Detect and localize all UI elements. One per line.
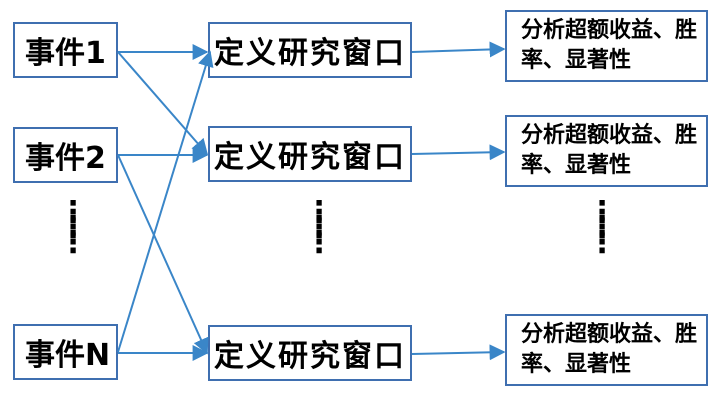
window-label-2: 定义研究窗口	[214, 140, 406, 175]
events-ellipsis: ⋮ ⋮ ⋮	[58, 195, 88, 260]
event-box-2: 事件2	[13, 127, 118, 183]
arrow-window2-result2	[411, 144, 506, 161]
event-box-1: 事件1	[13, 22, 118, 78]
window-label-n: 定义研究窗口	[214, 339, 406, 374]
arrow-window1-result1	[411, 41, 506, 58]
arrow-event2-windown	[117, 154, 209, 355]
results-ellipsis: ⋮ ⋮ ⋮	[587, 195, 617, 260]
arrow-windown-resultn	[411, 344, 506, 361]
window-label-1: 定义研究窗口	[214, 36, 406, 71]
result-box-1: 分析超额收益、胜率、显著性	[505, 10, 708, 82]
result-box-n: 分析超额收益、胜率、显著性	[505, 314, 708, 386]
result-label-1: 分析超额收益、胜率、显著性	[521, 18, 698, 73]
event-label-2: 事件2	[25, 141, 106, 176]
event-label-1: 事件1	[25, 36, 106, 71]
window-box-1: 定义研究窗口	[208, 22, 412, 78]
window-box-n: 定义研究窗口	[208, 325, 412, 381]
window-box-2: 定义研究窗口	[208, 126, 412, 182]
result-label-2: 分析超额收益、胜率、显著性	[521, 123, 698, 178]
event-label-n: 事件N	[25, 338, 111, 373]
event-box-n: 事件N	[13, 324, 118, 380]
result-label-n: 分析超额收益、胜率、显著性	[521, 322, 698, 377]
arrow-eventn-window1	[117, 50, 214, 353]
windows-ellipsis: ⋮ ⋮ ⋮	[304, 195, 334, 260]
result-box-2: 分析超额收益、胜率、显著性	[505, 115, 708, 187]
arrow-event1-window2	[117, 51, 209, 156]
